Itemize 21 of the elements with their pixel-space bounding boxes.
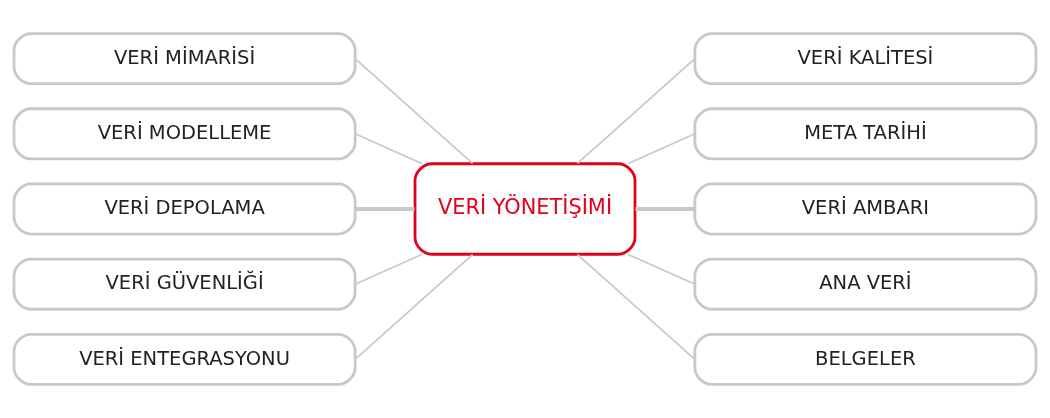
node-box: VERİ AMBARI [693, 182, 1038, 236]
node-box: VERİ YÖNETİŞİMİ [413, 162, 637, 256]
connector [576, 57, 696, 165]
node-box: BELGELER [693, 332, 1038, 386]
node-box: ANA VERİ [693, 257, 1038, 311]
node-box: VERİ MİMARİSİ [12, 32, 357, 86]
connector [626, 133, 696, 165]
node-box: VERİ ENTEGRASYONU [12, 332, 357, 386]
connector [576, 253, 696, 361]
connector [355, 206, 415, 212]
node-box: VERİ DEPOLAMA [12, 182, 357, 236]
connector [626, 253, 696, 285]
node-box: META TARİHİ [693, 107, 1038, 161]
connector [354, 133, 424, 165]
connector [354, 57, 474, 165]
node-box: VERİ KALİTESİ [693, 32, 1038, 86]
connector [354, 253, 424, 285]
node-box: VERİ MODELLEME [12, 107, 357, 161]
connector [635, 206, 695, 212]
connector [354, 253, 474, 361]
node-box: VERİ GÜVENLİĞİ [12, 257, 357, 311]
